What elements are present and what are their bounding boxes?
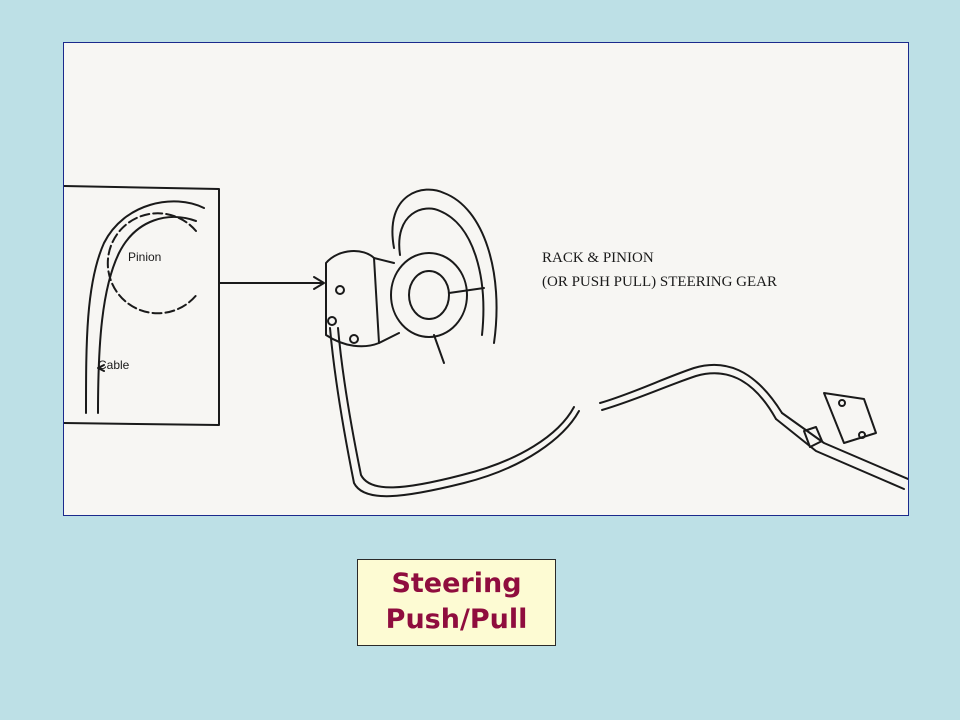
pinion-inset <box>64 185 325 426</box>
steering-wheel <box>325 188 498 364</box>
connector-arrow-head <box>313 276 325 290</box>
pinion-gear <box>106 212 199 315</box>
cable-inner <box>97 215 197 414</box>
caption-line1: Steering <box>391 568 522 599</box>
push-pull-cable <box>329 327 908 498</box>
cable-outer <box>85 200 205 414</box>
gear-label-line2: (OR PUSH PULL) STEERING GEAR <box>542 274 778 290</box>
cable-pointer <box>97 364 105 372</box>
pinion-label: Pinion <box>128 250 162 264</box>
caption-box: Steering Push/Pull <box>357 559 556 646</box>
caption-line2: Push/Pull <box>385 604 528 635</box>
gear-housing <box>325 250 380 348</box>
cable-label: Cable <box>98 358 130 372</box>
steering-diagram: Pinion Cable RACK & PINION (OR PUSH PULL… <box>63 42 909 516</box>
gear-label-line1: RACK & PINION <box>542 250 654 266</box>
mount-bracket <box>803 392 877 448</box>
diagram-drawing <box>64 185 908 498</box>
